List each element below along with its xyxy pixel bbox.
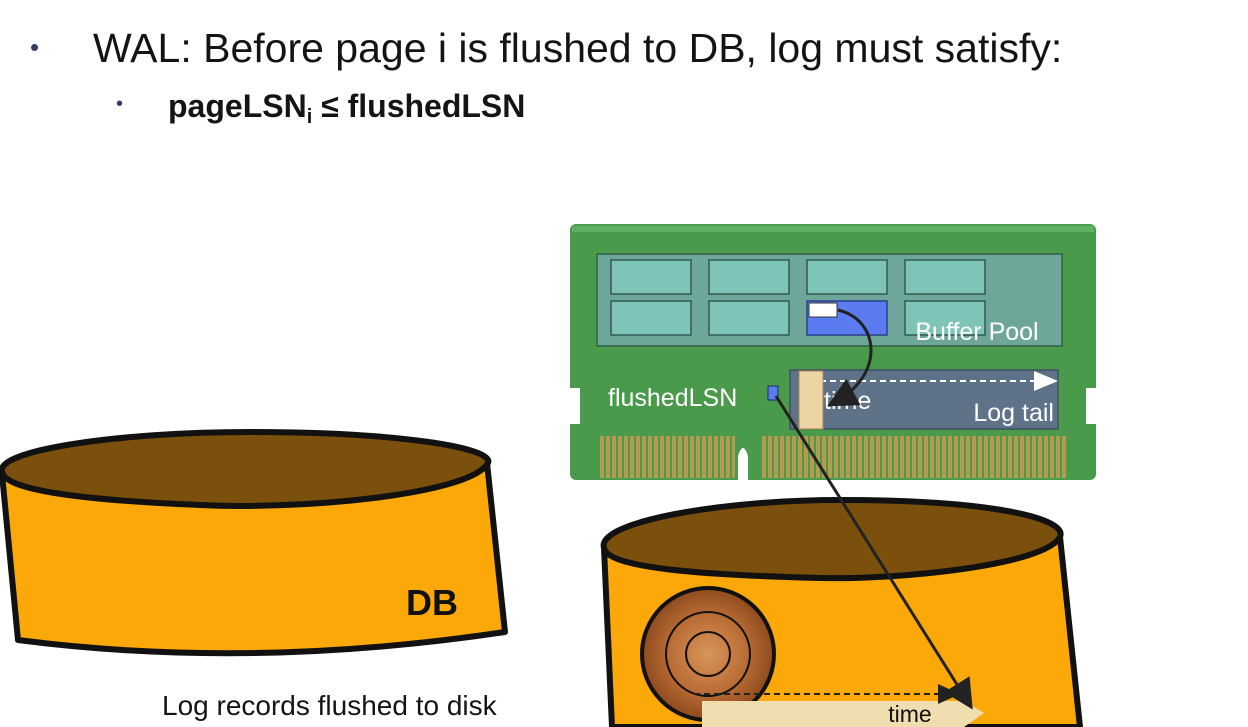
board-notch-right [1086, 388, 1096, 424]
flushed-lsn-arrow [774, 395, 973, 710]
time-label-disk: time [888, 701, 931, 727]
board-highlight [572, 226, 1094, 232]
pagelsn-subscript: i [306, 106, 313, 128]
disk-caption: Log records flushed to disk [162, 690, 497, 721]
time-arrowhead-memory [1034, 371, 1058, 391]
memory-module: Buffer Pool time Log tail flushedLSN [570, 224, 1096, 482]
log-disk-top [600, 496, 1064, 582]
log-wood-icon [640, 586, 776, 722]
page-slot [806, 259, 888, 295]
page-slot [904, 300, 986, 336]
log-tail: time Log tail [789, 369, 1059, 430]
pagelsn-text: pageLSN [168, 88, 307, 124]
buffer-pool-label: Buffer Pool [915, 318, 1038, 346]
db-label: DB [406, 582, 458, 623]
bullet-dot: • [30, 32, 40, 62]
log-timeline-strip [702, 701, 984, 727]
log-tail-label: Log tail [973, 399, 1054, 427]
log-disk: time [600, 496, 1083, 727]
contact-pins-left [600, 436, 735, 478]
db-disk: DB [0, 428, 508, 657]
flushed-lsn-label: flushedLSN [608, 384, 737, 412]
page-slot [610, 300, 692, 336]
page-slot [904, 259, 986, 295]
pagelsn-arrow [827, 308, 873, 407]
flushed-lsn-marker [767, 385, 779, 401]
wal-condition: pageLSNi ≤ flushedLSN [168, 88, 525, 129]
board-key-notch [738, 448, 748, 482]
db-disk-top [0, 428, 492, 509]
page-slot [708, 259, 790, 295]
buffer-pool: Buffer Pool [596, 253, 1063, 347]
page-slot [610, 259, 692, 295]
page-slot [708, 300, 790, 336]
board-notch-left [570, 388, 580, 424]
bullet-dot: • [116, 93, 124, 115]
contact-pins-right [760, 436, 1066, 478]
log-wood-ring [665, 611, 751, 697]
pagelsn-marker [808, 302, 838, 318]
condition-rest: ≤ flushedLSN [312, 88, 526, 124]
time-label-memory: time [824, 387, 871, 415]
log-wood-ring [685, 631, 731, 677]
flushed-log-segment [798, 370, 824, 430]
wal-bullet-text: WAL: Before page i is flushed to DB, log… [93, 25, 1063, 71]
